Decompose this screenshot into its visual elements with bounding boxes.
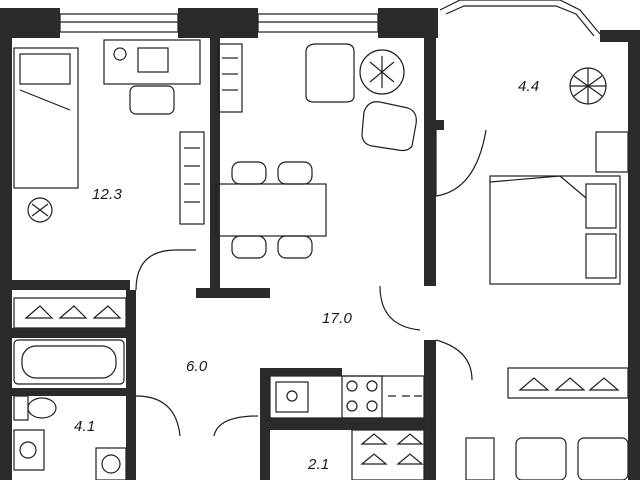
washing-machine <box>95 447 127 480</box>
balcony-plant-icon <box>569 67 607 105</box>
bathroom-right <box>465 437 629 480</box>
wardrobe-hangers <box>351 429 425 480</box>
room-area-balcony: 4.4 <box>518 78 540 95</box>
bathtub <box>13 339 125 385</box>
room-area-kitchen-living: 17.0 <box>322 310 352 327</box>
room-area-hallway: 6.0 <box>186 358 208 375</box>
doors <box>135 129 487 437</box>
bed-double <box>489 131 629 285</box>
shelf-unit <box>217 43 243 113</box>
room-area-bedroom-small: 12.3 <box>92 186 122 203</box>
toilet <box>13 395 57 421</box>
desk <box>103 39 201 115</box>
windows <box>59 0 601 37</box>
room-area-bathroom: 4.1 <box>74 418 96 435</box>
bed-single <box>13 47 79 189</box>
wardrobe-rail-left <box>13 297 127 329</box>
armchairs <box>305 43 417 152</box>
dining-table <box>215 161 327 259</box>
plant-icon <box>27 197 53 223</box>
walls <box>0 8 640 480</box>
room-area-wardrobe: 2.1 <box>308 456 330 473</box>
sink <box>13 429 45 471</box>
bookshelf-left <box>179 131 205 225</box>
wardrobe-rail-right <box>507 367 629 399</box>
kitchen-counter <box>269 375 425 419</box>
